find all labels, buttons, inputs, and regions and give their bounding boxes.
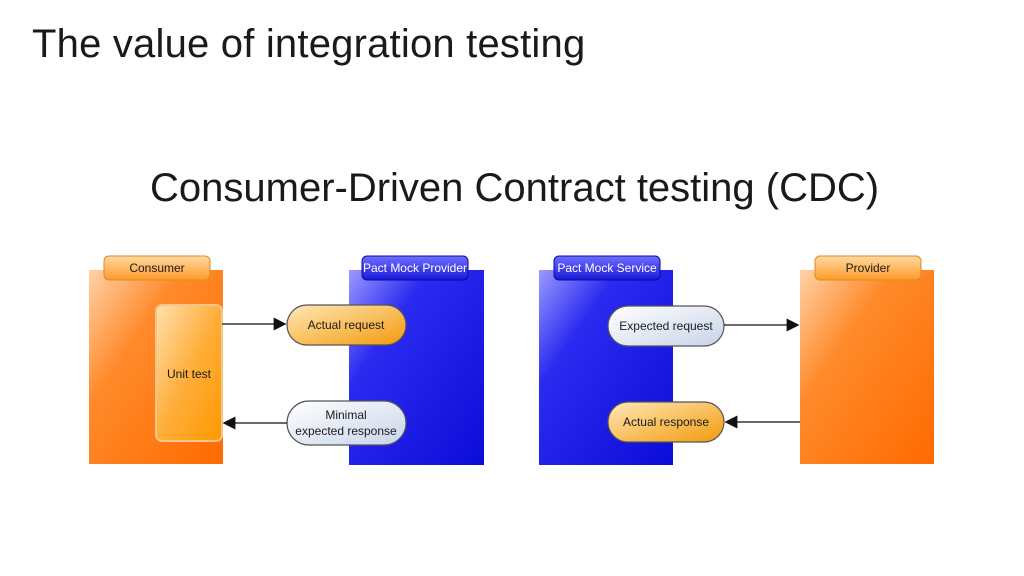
expected-request-label: Expected request [619,319,713,333]
minimal-response-line1: Minimal [325,408,366,422]
pact-mock-service-tab-label: Pact Mock Service [557,261,657,275]
actual-request-label: Actual request [308,318,385,332]
unit-test-box [155,304,223,442]
pact-mock-provider-tab [361,255,469,281]
provider-box [800,270,934,464]
consumer-tab [103,255,211,281]
slide-title: The value of integration testing [32,22,586,66]
actual-response-label: Actual response [623,415,709,429]
provider-block: Provider [800,255,934,464]
provider-tab [814,255,922,281]
pact-mock-service-block: Pact Mock Service Expected request Actua… [539,255,725,465]
pact-mock-service-tab [553,255,661,281]
unit-test-label: Unit test [167,367,212,381]
actual-response-pill [607,401,725,443]
actual-request-pill [286,304,407,346]
expected-request-pill [607,305,725,347]
consumer-block: Consumer Unit test [89,255,223,464]
pact-mock-provider-block: Pact Mock Provider Actual request Minima… [286,255,484,465]
slide-subtitle: Consumer-Driven Contract testing (CDC) [150,166,880,210]
consumer-tab-label: Consumer [129,261,184,275]
minimal-response-line2: expected response [295,424,397,438]
pact-mock-provider-tab-label: Pact Mock Provider [363,261,467,275]
provider-tab-label: Provider [846,261,891,275]
